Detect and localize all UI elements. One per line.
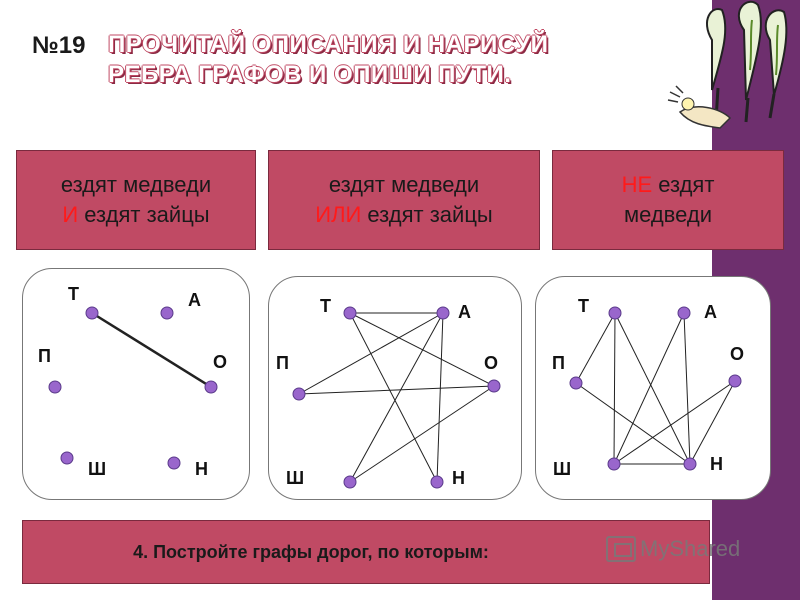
condition-text: медведи <box>623 202 713 227</box>
graph-edge <box>575 382 691 465</box>
graph-vertex <box>60 451 74 465</box>
graph-vertex <box>48 380 62 394</box>
vertex-label: П <box>552 353 565 373</box>
watermark-text: MyShared <box>640 536 741 561</box>
graph-vertex <box>85 306 99 320</box>
vertex-label: П <box>38 346 51 366</box>
condition-text: ездят зайцы <box>361 202 493 227</box>
graph-vertex <box>343 475 357 489</box>
condition-box-or: ездят медведи ИЛИ ездят зайцы <box>268 150 540 250</box>
condition-line: НЕ ездят <box>622 170 715 200</box>
vertex-label: Т <box>578 296 589 316</box>
graph-vertex <box>430 475 444 489</box>
vertex-label: А <box>458 302 471 322</box>
condition-text: ездят медведи <box>60 172 212 197</box>
footer-instruction-box: 4. Постройте графы дорог, по которым: <box>22 520 710 584</box>
condition-box-not: НЕ ездят медведи <box>552 150 784 250</box>
graph-vertex <box>608 306 622 320</box>
vertex-label: Т <box>68 284 79 304</box>
graph-edge <box>349 312 444 483</box>
task-number: №19 <box>32 32 86 59</box>
vertex-label: П <box>276 353 289 373</box>
graph-vertex <box>607 457 621 471</box>
condition-line: И ездят зайцы <box>62 200 209 230</box>
graph-vertex <box>343 306 357 320</box>
graph-vertex <box>487 379 501 393</box>
watermark: MyShared <box>606 536 740 562</box>
graph-vertex <box>292 387 306 401</box>
vertex-label: О <box>484 353 498 373</box>
condition-line: ездят медведи <box>329 170 479 200</box>
graph-edge <box>349 312 495 387</box>
graph-edge <box>575 312 616 384</box>
footer-instruction: 4. Постройте графы дорог, по которым: <box>133 541 489 562</box>
vertex-label: Н <box>710 454 723 474</box>
condition-operator-and: И <box>62 202 79 227</box>
graph-vertex <box>728 374 742 388</box>
vertex-label: О <box>730 344 744 364</box>
vertex-label: О <box>213 352 227 372</box>
vertex-label: Ш <box>88 459 106 479</box>
graph-vertex <box>569 376 583 390</box>
vertex-label: А <box>188 290 201 310</box>
graph-edge <box>298 385 495 395</box>
vertex-label: Т <box>320 296 331 316</box>
title-line-1: ПРОЧИТАЙ ОПИСАНИЯ И НАРИСУЙ <box>108 31 549 58</box>
condition-text: ездят медведи <box>328 172 480 197</box>
vertex-label: А <box>704 302 717 322</box>
presentation-icon <box>606 536 636 562</box>
condition-line: ИЛИ ездят зайцы <box>315 200 493 230</box>
graph-edge <box>436 312 444 483</box>
graph-edge <box>613 312 616 465</box>
vertex-label: Н <box>452 468 465 488</box>
graph-edge <box>349 312 438 483</box>
graph-edge <box>613 312 685 465</box>
condition-box-and: ездят медведи И ездят зайцы <box>16 150 256 250</box>
graph-edge <box>91 311 212 389</box>
condition-operator-or: ИЛИ <box>315 202 362 227</box>
graph-vertex <box>160 306 174 320</box>
graph-edge <box>349 385 495 483</box>
condition-text: ездят зайцы <box>78 202 210 227</box>
vertex-label: Ш <box>553 459 571 479</box>
graph-edge <box>298 312 444 395</box>
title-line-2: РЕБРА ГРАФОВ И ОПИШИ ПУТИ. <box>108 61 512 88</box>
graph-vertex <box>167 456 181 470</box>
graph-vertex <box>683 457 697 471</box>
condition-line: медведи <box>624 200 712 230</box>
condition-operator-not: НЕ <box>621 172 653 197</box>
candles-plants-illustration <box>667 0 788 129</box>
page-title: ПРОЧИТАЙ ОПИСАНИЯ И НАРИСУЙ РЕБРА ГРАФОВ… <box>108 30 608 90</box>
graph-edge <box>689 380 736 465</box>
vertex-label: Ш <box>286 468 304 488</box>
graph-edge <box>613 380 736 465</box>
vertex-label: Н <box>195 459 208 479</box>
graph-vertex <box>677 306 691 320</box>
graph-edge <box>614 312 691 465</box>
condition-text: ездят <box>652 172 715 197</box>
condition-line: ездят медведи <box>61 170 211 200</box>
graph-edge <box>683 312 691 465</box>
graph-vertex <box>436 306 450 320</box>
graph-vertex <box>204 380 218 394</box>
